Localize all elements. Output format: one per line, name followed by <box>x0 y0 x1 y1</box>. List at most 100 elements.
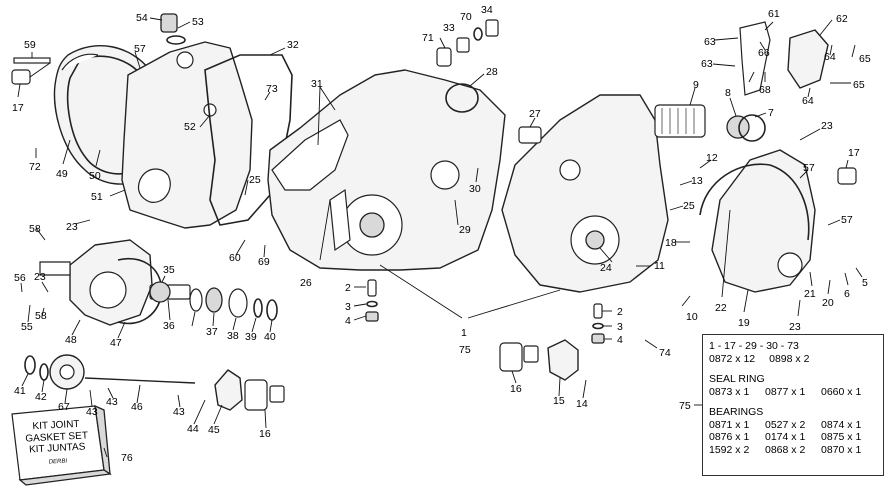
callout-4: 4 <box>617 334 623 346</box>
bearing-item: 0174 x 1 <box>765 431 806 443</box>
callout-7: 7 <box>768 107 774 119</box>
ring-42 <box>39 363 49 381</box>
callout-41: 41 <box>14 385 26 397</box>
callout-28: 28 <box>486 66 498 78</box>
callout-53: 53 <box>192 16 204 28</box>
callout-71: 71 <box>422 32 434 44</box>
callout-57: 57 <box>803 162 815 174</box>
callout-75: 75 <box>679 400 691 412</box>
callout-65: 65 <box>853 79 865 91</box>
callout-23: 23 <box>66 221 78 233</box>
callout-74: 74 <box>659 347 671 359</box>
callout-75: 75 <box>459 344 471 356</box>
callout-66: 66 <box>758 47 770 59</box>
callout-26: 26 <box>300 277 312 289</box>
legend-line-1-item: 0872 x 12 <box>709 352 756 365</box>
bearings-title: BEARINGS <box>709 406 764 418</box>
callout-2: 2 <box>617 306 623 318</box>
parts-reference-box: 1 - 17 - 29 - 30 - 73 0872 x 12 0898 x 2… <box>702 334 884 476</box>
callout-33: 33 <box>443 22 455 34</box>
callout-49: 49 <box>56 168 68 180</box>
callout-27: 27 <box>529 108 541 120</box>
callout-21: 21 <box>804 288 816 300</box>
callout-9: 9 <box>693 79 699 91</box>
callout-23: 23 <box>789 321 801 333</box>
callout-17: 17 <box>12 102 24 114</box>
callout-29: 29 <box>459 224 471 236</box>
ring-41 <box>24 355 36 375</box>
bolt-left <box>11 57 51 85</box>
bushing-27 <box>518 126 542 144</box>
ignition-cover <box>699 149 816 293</box>
callout-numbers: 1 2 2 3 3 4 4 5 6 7 8 9 10 11 12 13 14 1… <box>12 4 871 464</box>
round-gasket <box>445 83 479 113</box>
callout-43: 43 <box>173 406 185 418</box>
callout-54: 54 <box>136 12 148 24</box>
callout-36: 36 <box>163 320 175 332</box>
callout-43: 43 <box>86 406 98 418</box>
callout-13: 13 <box>691 175 703 187</box>
callout-64: 64 <box>802 95 814 107</box>
bearing-item: 0527 x 2 <box>765 418 806 431</box>
callout-2: 2 <box>345 282 351 294</box>
callout-55: 55 <box>21 321 33 333</box>
callout-47: 47 <box>110 337 122 349</box>
callout-51: 51 <box>91 191 103 203</box>
callout-3: 3 <box>617 321 623 333</box>
callout-50: 50 <box>89 170 101 182</box>
selector-shaft <box>84 377 196 384</box>
callout-12: 12 <box>706 152 718 164</box>
seal-ring-item: 0873 x 1 <box>709 385 750 398</box>
callout-67: 67 <box>58 401 70 413</box>
bearing-item: 0874 x 1 <box>821 418 862 431</box>
callout-70: 70 <box>460 11 472 23</box>
bearing-item: 0870 x 1 <box>821 443 862 456</box>
callout-10: 10 <box>686 311 698 323</box>
callout-35: 35 <box>163 264 175 276</box>
water-pump-cover <box>39 239 153 326</box>
callout-58: 58 <box>35 310 47 322</box>
callout-61: 61 <box>768 8 780 20</box>
callout-65: 65 <box>859 53 871 65</box>
clutch-cover <box>121 41 253 229</box>
callout-63: 63 <box>701 58 713 70</box>
callout-42: 42 <box>35 391 47 403</box>
callout-34: 34 <box>481 4 493 16</box>
bearings-row <box>189 287 278 321</box>
damper-right <box>499 342 539 372</box>
callout-23: 23 <box>821 120 833 132</box>
seal-ring-row: 0873 x 1 0877 x 1 0660 x 1 <box>709 386 877 399</box>
callout-23: 23 <box>34 271 46 283</box>
crankcase-left <box>267 69 506 271</box>
leader-lines <box>17 17 863 458</box>
legend-line-1-label: 1 - 17 - 29 - 30 - 73 <box>709 340 799 352</box>
seal-ring-title: SEAL RING <box>709 373 765 385</box>
bearing-item: 0868 x 2 <box>765 443 806 456</box>
callout-48: 48 <box>65 334 77 346</box>
callout-25: 25 <box>683 200 695 212</box>
callout-32: 32 <box>287 39 299 51</box>
impeller-shaft <box>149 281 191 303</box>
callout-5: 5 <box>862 277 868 289</box>
callout-11: 11 <box>654 260 665 272</box>
small-parts-top <box>436 19 499 67</box>
bearings-row: 0871 x 1 0527 x 2 0874 x 1 <box>709 419 877 432</box>
oil-filter <box>654 104 706 138</box>
callout-60: 60 <box>229 252 241 264</box>
callout-38: 38 <box>227 330 239 342</box>
callout-56: 56 <box>14 272 26 284</box>
callout-1: 1 <box>461 327 467 339</box>
callout-24: 24 <box>600 262 612 274</box>
gasket-kit-label: KIT JOINT GASKET SET KIT JUNTAS DERBI <box>13 418 101 470</box>
plate-45 <box>214 369 243 411</box>
callout-69: 69 <box>258 256 270 268</box>
callout-8: 8 <box>725 87 731 99</box>
callout-40: 40 <box>264 331 276 343</box>
callout-19: 19 <box>738 317 750 329</box>
bearing-item: 0875 x 1 <box>821 431 862 443</box>
callout-68: 68 <box>759 84 771 96</box>
legend-line-1-item: 0898 x 2 <box>769 352 810 365</box>
callout-45: 45 <box>208 424 220 436</box>
callout-22: 22 <box>715 302 727 314</box>
